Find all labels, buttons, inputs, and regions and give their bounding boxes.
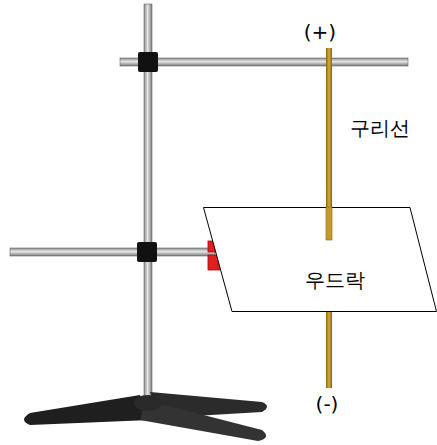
board-label: 우드락 [305,268,365,292]
stand-base [24,392,267,441]
board-outline [203,207,437,312]
copper-wire [326,48,332,388]
polarity-label: (-) [316,392,339,416]
polarity-label: (+) [304,20,336,44]
styrofoam-board: 우드락 [203,207,437,312]
stand-rods [10,4,408,404]
part-label: 구리선 [350,116,410,140]
